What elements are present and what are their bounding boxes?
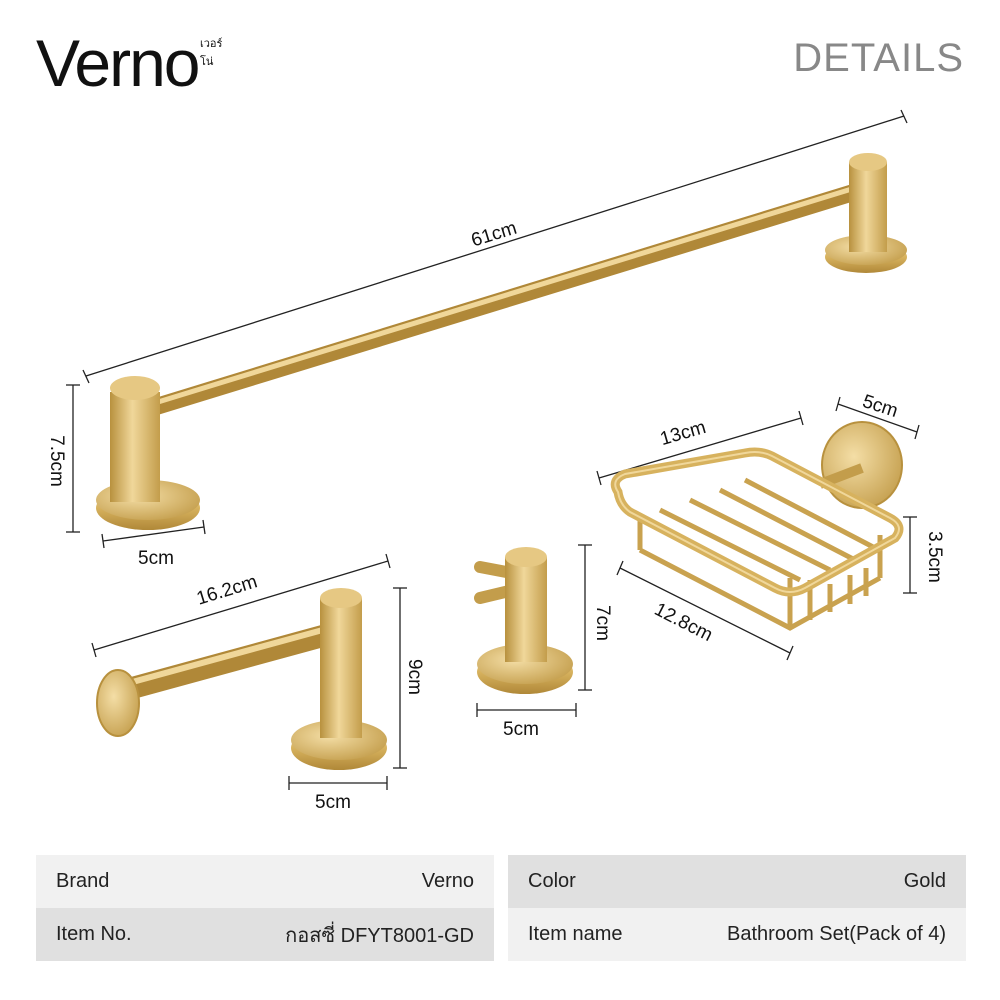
spec-label: Item name xyxy=(528,923,623,945)
spec-table-right: Color Gold Item name Bathroom Set(Pack o… xyxy=(508,855,966,961)
spec-value: Gold xyxy=(903,870,946,892)
dim-towel-bar-base: 5cm xyxy=(138,548,174,569)
dim-paper-holder-base: 5cm xyxy=(315,792,351,813)
robe-hook-image xyxy=(474,547,573,694)
spec-label: Color xyxy=(528,870,576,892)
spec-row-item-no: Item No. กอสซี่ DFYT8001-GD xyxy=(36,908,494,961)
dim-soap-basket-height: 3.5cm xyxy=(923,531,945,583)
soap-basket-image xyxy=(610,421,904,631)
spec-value: Bathroom Set(Pack of 4) xyxy=(727,923,946,945)
brand-name: Verno xyxy=(36,26,200,100)
page-title: DETAILS xyxy=(793,36,964,80)
dim-hook-base: 5cm xyxy=(503,719,539,740)
dimension-lines xyxy=(66,109,920,790)
spec-label: Item No. xyxy=(56,923,132,945)
dim-paper-holder-height: 9cm xyxy=(403,659,425,695)
brand-logo: Verno เวอร์โน่ xyxy=(36,26,222,100)
paper-holder-image xyxy=(96,588,387,770)
spec-row-brand: Brand Verno xyxy=(36,855,494,908)
dim-hook-height: 7cm xyxy=(591,605,613,641)
spec-value: กอสซี่ DFYT8001-GD xyxy=(285,924,474,947)
spec-row-color: Color Gold xyxy=(508,855,966,908)
towel-bar-image xyxy=(96,153,907,530)
spec-label: Brand xyxy=(56,870,110,892)
spec-table-left: Brand Verno Item No. กอสซี่ DFYT8001-GD xyxy=(36,855,494,961)
dim-towel-bar-height: 7.5cm xyxy=(45,435,67,487)
spec-value: Verno xyxy=(421,870,474,892)
spec-row-item-name: Item name Bathroom Set(Pack of 4) xyxy=(508,908,966,961)
brand-subtitle: เวอร์โน่ xyxy=(200,38,223,68)
